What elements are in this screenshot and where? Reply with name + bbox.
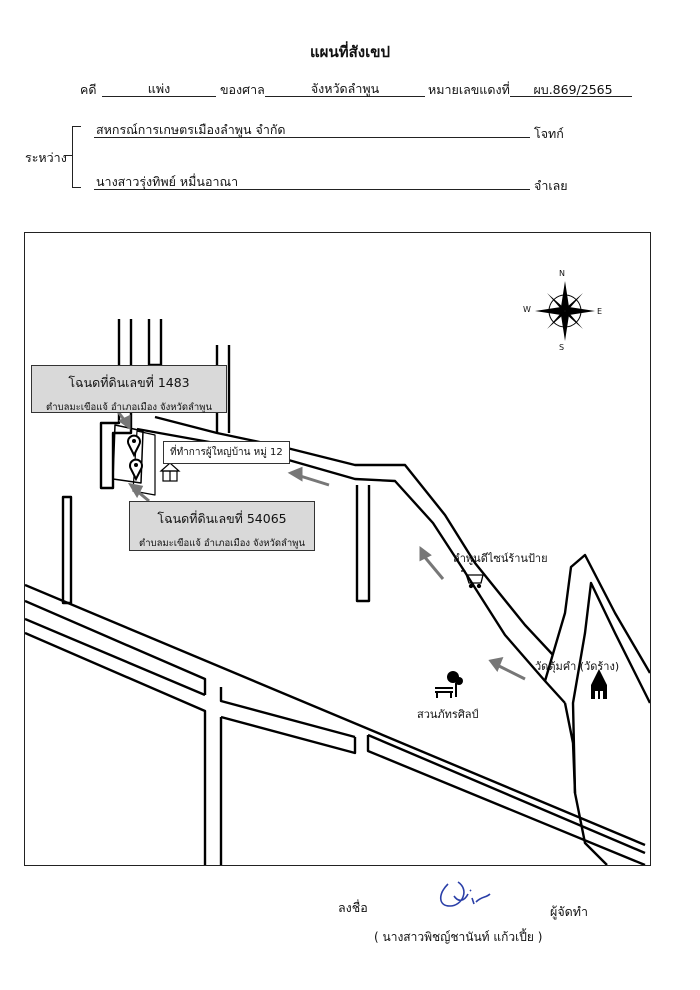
defendant-role: จำเลย bbox=[534, 178, 568, 193]
plot-1483-address: ตำบลมะเขือแจ้ อำเภอเมือง จังหวัดลำพูน bbox=[46, 402, 212, 413]
plot-54065-title: โฉนดที่ดินเลขที่ 54065 bbox=[157, 511, 287, 526]
sign-label: ลงชื่อ bbox=[338, 900, 368, 915]
shop-road bbox=[355, 485, 371, 603]
shopping-cart-icon bbox=[461, 570, 484, 589]
temple-icon bbox=[591, 669, 607, 699]
between-label: ระหว่าง bbox=[25, 150, 67, 165]
map-frame: N S W E โฉนดที่ดินเลขที่ 1483 ตำบลมะเขือ… bbox=[24, 232, 651, 866]
shop-label: ลำพูนดีไซน์ร้านป้าย bbox=[453, 552, 548, 565]
case-label: คดี bbox=[80, 82, 97, 97]
house-icon bbox=[159, 462, 181, 482]
arrow-3 bbox=[496, 663, 526, 681]
page-title: แผนที่สังเขป bbox=[310, 43, 390, 61]
village-office-label: ที่ทำการผู้ใหญ่บ้าน หมู่ 12 bbox=[163, 441, 290, 464]
signer-name: ( นางสาวพิชญ์ชานันท์ แก้วเปี้ย ) bbox=[374, 930, 543, 944]
vertical-road-a bbox=[99, 319, 133, 490]
plot-54065-label: โฉนดที่ดินเลขที่ 54065 ตำบลมะเขือแจ้ อำเ… bbox=[129, 501, 315, 551]
compass-south: S bbox=[559, 343, 565, 352]
compass-west: W bbox=[523, 305, 531, 314]
court-name: จังหวัดลำพูน bbox=[310, 81, 380, 96]
vertical-road-b bbox=[147, 319, 163, 367]
compass-north: N bbox=[559, 269, 565, 278]
signature-image bbox=[439, 881, 491, 907]
pin-icon bbox=[127, 434, 141, 458]
plaintiff-role: โจทก์ bbox=[534, 126, 564, 141]
highway-median-right bbox=[366, 735, 646, 865]
left-vertical-road bbox=[61, 495, 73, 605]
compass-rose-icon bbox=[535, 281, 595, 341]
highway-outer-top bbox=[25, 583, 646, 847]
park-label: สวนภัทรศิลป์ bbox=[417, 708, 479, 721]
red-number: ผบ.869/2565 bbox=[533, 82, 613, 97]
arrow-2 bbox=[421, 554, 445, 580]
pin-icon bbox=[129, 458, 143, 482]
brace bbox=[72, 126, 81, 188]
court-label: ของศาล bbox=[220, 82, 265, 97]
plot-1483-title: โฉนดที่ดินเลขที่ 1483 bbox=[68, 375, 190, 390]
roads bbox=[25, 319, 650, 865]
case-type: แพ่ง bbox=[147, 81, 171, 96]
signature-role: ผู้จัดทำ bbox=[550, 904, 589, 919]
plot-54065-address: ตำบลมะเขือแจ้ อำเภอเมือง จังหวัดลำพูน bbox=[139, 538, 305, 549]
road-map bbox=[25, 281, 650, 865]
temple-road bbox=[543, 553, 650, 682]
plaintiff-name: สหกรณ์การเกษตรเมืองลำพูน จำกัด bbox=[96, 122, 286, 137]
compass-east: E bbox=[597, 307, 603, 316]
park-bench-icon bbox=[435, 671, 463, 698]
plot-1483-outline bbox=[112, 424, 144, 484]
plot-1483-label: โฉนดที่ดินเลขที่ 1483 ตำบลมะเขือแจ้ อำเภ… bbox=[31, 365, 227, 413]
direction-arrows bbox=[111, 404, 526, 681]
defendant-name: นางสาวรุ่งทิพย์ หมื่นอาณา bbox=[96, 174, 239, 189]
red-number-label: หมายเลขแดงที่ bbox=[428, 82, 510, 97]
temple-label: วัดตุ้มคำ (วัดร้าง) bbox=[535, 660, 620, 673]
highway-inner-top bbox=[25, 599, 207, 695]
